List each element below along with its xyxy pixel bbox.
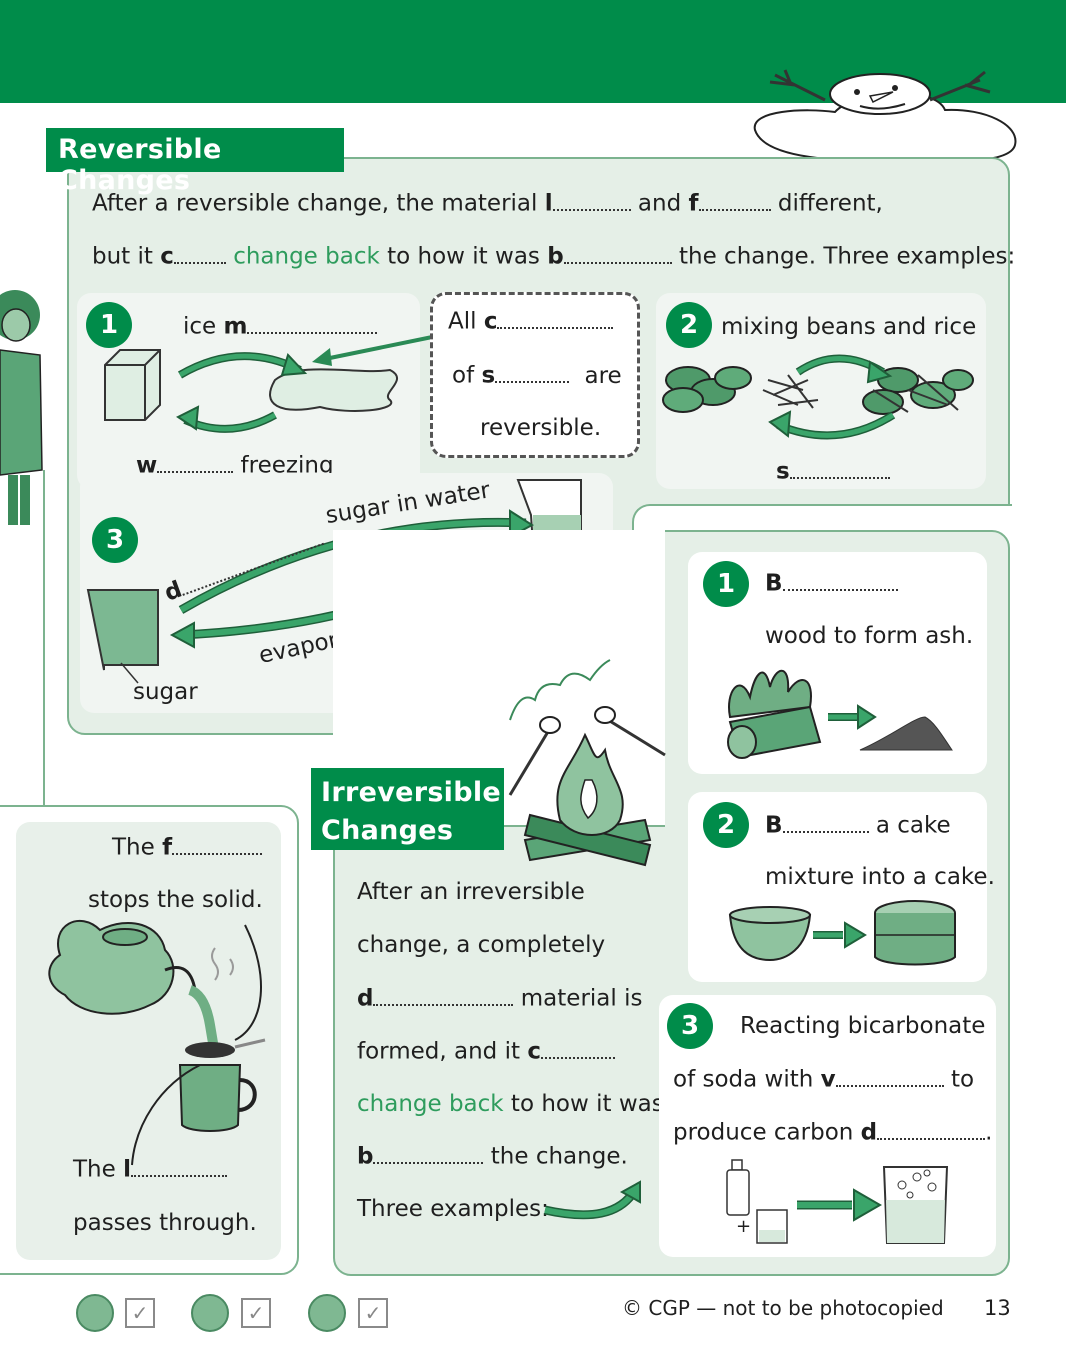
number-2-badge: 2 xyxy=(666,302,712,348)
plus-sign: + xyxy=(736,1216,752,1237)
number-1-badge: 1 xyxy=(86,302,132,348)
baking-label: B a cake xyxy=(765,812,951,839)
checkbox-3[interactable]: ✓ xyxy=(358,1298,388,1328)
filter-panel xyxy=(16,822,281,1260)
ice-cube-melting-illustration xyxy=(104,349,398,433)
burning-wood-illustration xyxy=(727,669,953,759)
number-3-badge-irreversible: 3 xyxy=(667,1003,713,1049)
irreversible-line7: Three examples: xyxy=(357,1196,549,1222)
teapot-filter-illustration xyxy=(48,919,266,1166)
checkbox-2[interactable]: ✓ xyxy=(241,1298,271,1328)
wood-to-ash-label: wood to form ash. xyxy=(765,623,974,649)
irreversible-line1: After an irreversible xyxy=(357,879,585,905)
irreversible-line3: d material is xyxy=(357,985,643,1012)
reversible-intro-line1: After a reversible change, the material … xyxy=(92,190,883,217)
number-1-badge-irreversible: 1 xyxy=(703,561,749,607)
sugar-bottom-label: sugar xyxy=(133,679,198,705)
passes-through-label: passes through. xyxy=(73,1210,257,1236)
mixing-beans-rice-label: mixing beans and rice xyxy=(721,314,977,340)
examples-arrow xyxy=(544,1180,641,1220)
neutral-face-icon[interactable] xyxy=(191,1294,229,1332)
soda-vinegar-label: of soda with v to xyxy=(673,1066,975,1093)
separating-label: s xyxy=(776,458,890,485)
callout-line3: reversible. xyxy=(480,415,602,441)
burning-label: B xyxy=(765,570,898,597)
reversible-title: Reversible Changes xyxy=(46,128,344,196)
girl-character-illustration xyxy=(0,290,43,525)
cake-baking-illustration xyxy=(728,900,956,966)
irreversible-line4: formed, and it c xyxy=(357,1038,615,1065)
number-2-badge-irreversible: 2 xyxy=(703,802,749,848)
liquid-label: The l xyxy=(73,1156,227,1183)
stops-solid-label: stops the solid. xyxy=(88,887,263,913)
reversible-intro-line2: but it c change back to how it was b the… xyxy=(92,243,1016,270)
reacting-bicarbonate-label: Reacting bicarbonate xyxy=(740,1013,986,1039)
callout-line2: of s are xyxy=(452,362,622,389)
checkbox-1[interactable]: ✓ xyxy=(125,1298,155,1328)
irreversible-line6: b the change. xyxy=(357,1143,628,1170)
ice-melting-label: ice m xyxy=(183,313,378,340)
vinegar-reaction-illustration xyxy=(726,1159,949,1244)
filter-label: The f xyxy=(112,834,263,861)
irreversible-line5: change back to how it was xyxy=(357,1091,664,1117)
mixture-into-cake-label: mixture into a cake. xyxy=(765,864,995,890)
changes-of-state-callout xyxy=(430,292,640,458)
copyright-notice: © CGP — not to be photocopied xyxy=(622,1296,944,1320)
happy-face-icon[interactable] xyxy=(308,1294,346,1332)
melting-snowman-illustration xyxy=(753,69,1017,163)
sad-face-icon[interactable] xyxy=(76,1294,114,1332)
beans-and-rice-illustration xyxy=(662,354,974,440)
callout-line1: All c xyxy=(448,308,614,335)
irreversible-line2: change, a completely xyxy=(357,932,606,958)
number-3-badge: 3 xyxy=(92,517,138,563)
page-number: 13 xyxy=(984,1296,1011,1320)
carbon-dioxide-label: produce carbon d. xyxy=(673,1119,993,1146)
callout-pointer-arrow xyxy=(312,333,443,366)
campfire-marshmallow-illustration xyxy=(508,659,666,867)
